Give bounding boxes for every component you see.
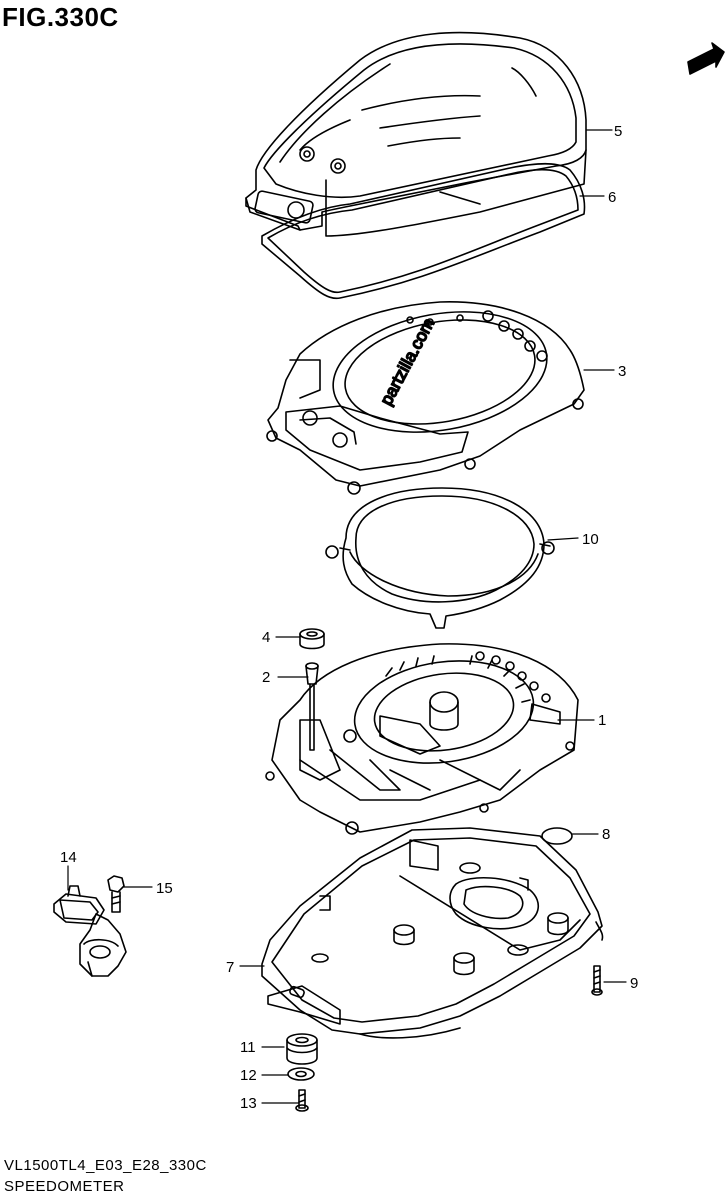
figure-code: VL1500TL4_E03_E28_330C — [4, 1157, 207, 1174]
part-7-lower-case — [261, 827, 604, 1039]
leader-lines — [67, 129, 627, 1104]
part-13-screw — [295, 1089, 309, 1112]
part-14-speed-sensor — [53, 885, 127, 977]
callout-9: 9 — [630, 975, 638, 992]
part-1-speedometer-assembly — [265, 643, 579, 835]
part-2-bolt — [305, 662, 319, 751]
callout-11: 11 — [240, 1039, 256, 1056]
callout-4: 4 — [262, 629, 270, 646]
part-15-bolt — [107, 875, 125, 913]
fwd-arrow-icon: FWD — [687, 42, 725, 75]
callout-14: 14 — [60, 849, 77, 866]
callout-2: 2 — [262, 669, 270, 686]
fwd-label: FWD — [693, 51, 718, 71]
figure-name: SPEEDOMETER — [4, 1178, 125, 1195]
part-10-ring — [325, 487, 555, 629]
callout-13: 13 — [240, 1095, 257, 1112]
part-9-screw — [591, 965, 603, 996]
callout-3: 3 — [618, 363, 626, 380]
callout-8: 8 — [602, 826, 610, 843]
part-5-meter-cover — [245, 31, 587, 237]
callout-1: 1 — [598, 712, 606, 729]
part-12-washer — [287, 1067, 315, 1081]
part-6-gasket — [261, 162, 586, 300]
callout-15: 15 — [156, 880, 173, 897]
part-4-grommet — [299, 628, 325, 650]
figure-title: FIG.330C — [2, 2, 119, 32]
part-8-pad — [541, 827, 573, 845]
part-3-meter-case: partzilla.com — [266, 301, 585, 495]
callout-10: 10 — [582, 531, 599, 548]
callout-5: 5 — [614, 123, 622, 140]
callout-12: 12 — [240, 1067, 257, 1084]
callout-6: 6 — [608, 189, 616, 206]
callout-7: 7 — [226, 959, 234, 976]
part-11-bushing — [286, 1033, 318, 1065]
